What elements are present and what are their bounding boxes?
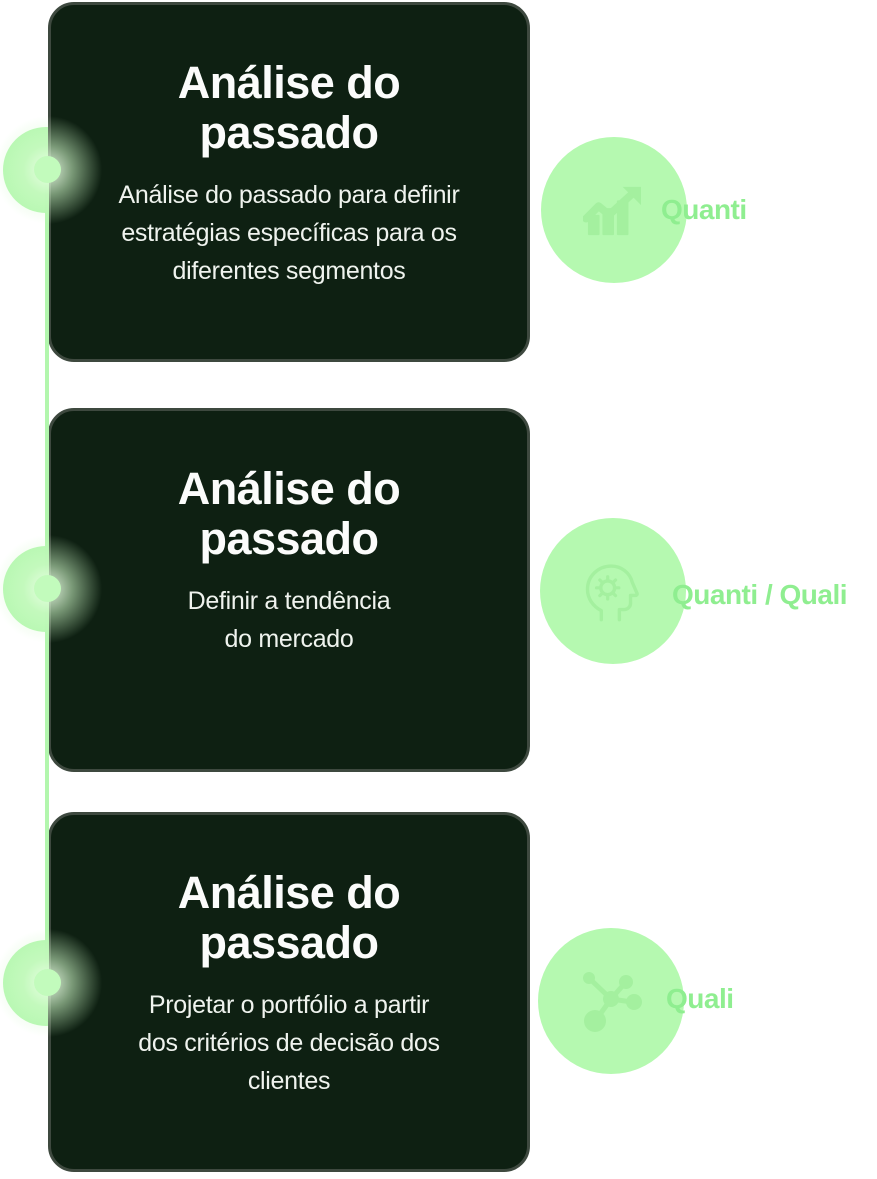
method-circle [541,137,687,283]
step-title: Análise do passado [177,867,401,968]
method-circle [540,518,686,664]
step-title: Análise do passado [177,463,401,564]
step-card: Análise do passado Definir a tendência d… [48,408,530,772]
timeline-node-dot [34,156,61,183]
method-circle [538,928,684,1074]
head-gear-icon [579,557,647,625]
step-card: Análise do passado Análise do passado pa… [48,2,530,362]
step-title: Análise do passado [177,57,401,158]
timeline-node-dot [34,969,61,996]
step-card: Análise do passado Projetar o portfólio … [48,812,530,1172]
step-description: Análise do passado para definir estratég… [118,181,460,285]
step-description: Projetar o portfólio a partir dos critér… [138,991,440,1095]
tag-label: Quali [666,983,734,1014]
tag-label: Quanti / Quali [672,579,848,610]
network-molecule-icon [579,969,643,1033]
timeline-node-dot [34,575,61,602]
step-description: Definir a tendência do mercado [187,587,391,653]
tag-label: Quanti [661,194,747,225]
bar-chart-trend-icon [583,183,645,237]
